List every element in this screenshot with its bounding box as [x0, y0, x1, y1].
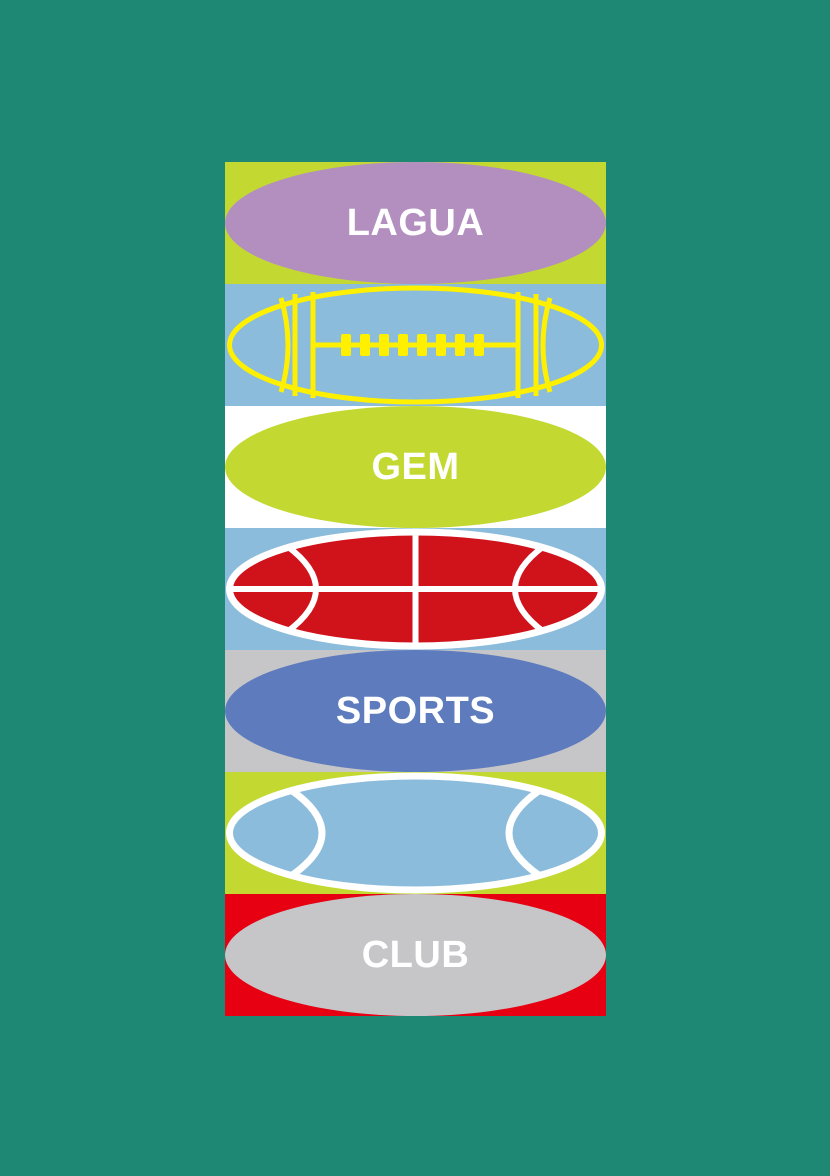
band-sports: SPORTS — [225, 650, 606, 772]
band-gem: GEM — [225, 406, 606, 528]
word-lagua: LAGUA — [346, 201, 485, 244]
american-football-icon — [225, 284, 606, 406]
poster: LAGUA — [225, 162, 606, 1016]
band-club: CLUB — [225, 894, 606, 1016]
word-club: CLUB — [361, 933, 470, 976]
band-american-football — [225, 284, 606, 406]
band-lagua: LAGUA — [225, 162, 606, 284]
basketball-icon — [225, 528, 606, 650]
word-gem: GEM — [371, 445, 460, 488]
word-sports: SPORTS — [335, 689, 496, 732]
band-rugby-ball — [225, 772, 606, 894]
rugby-ball-icon — [225, 772, 606, 894]
band-basketball — [225, 528, 606, 650]
